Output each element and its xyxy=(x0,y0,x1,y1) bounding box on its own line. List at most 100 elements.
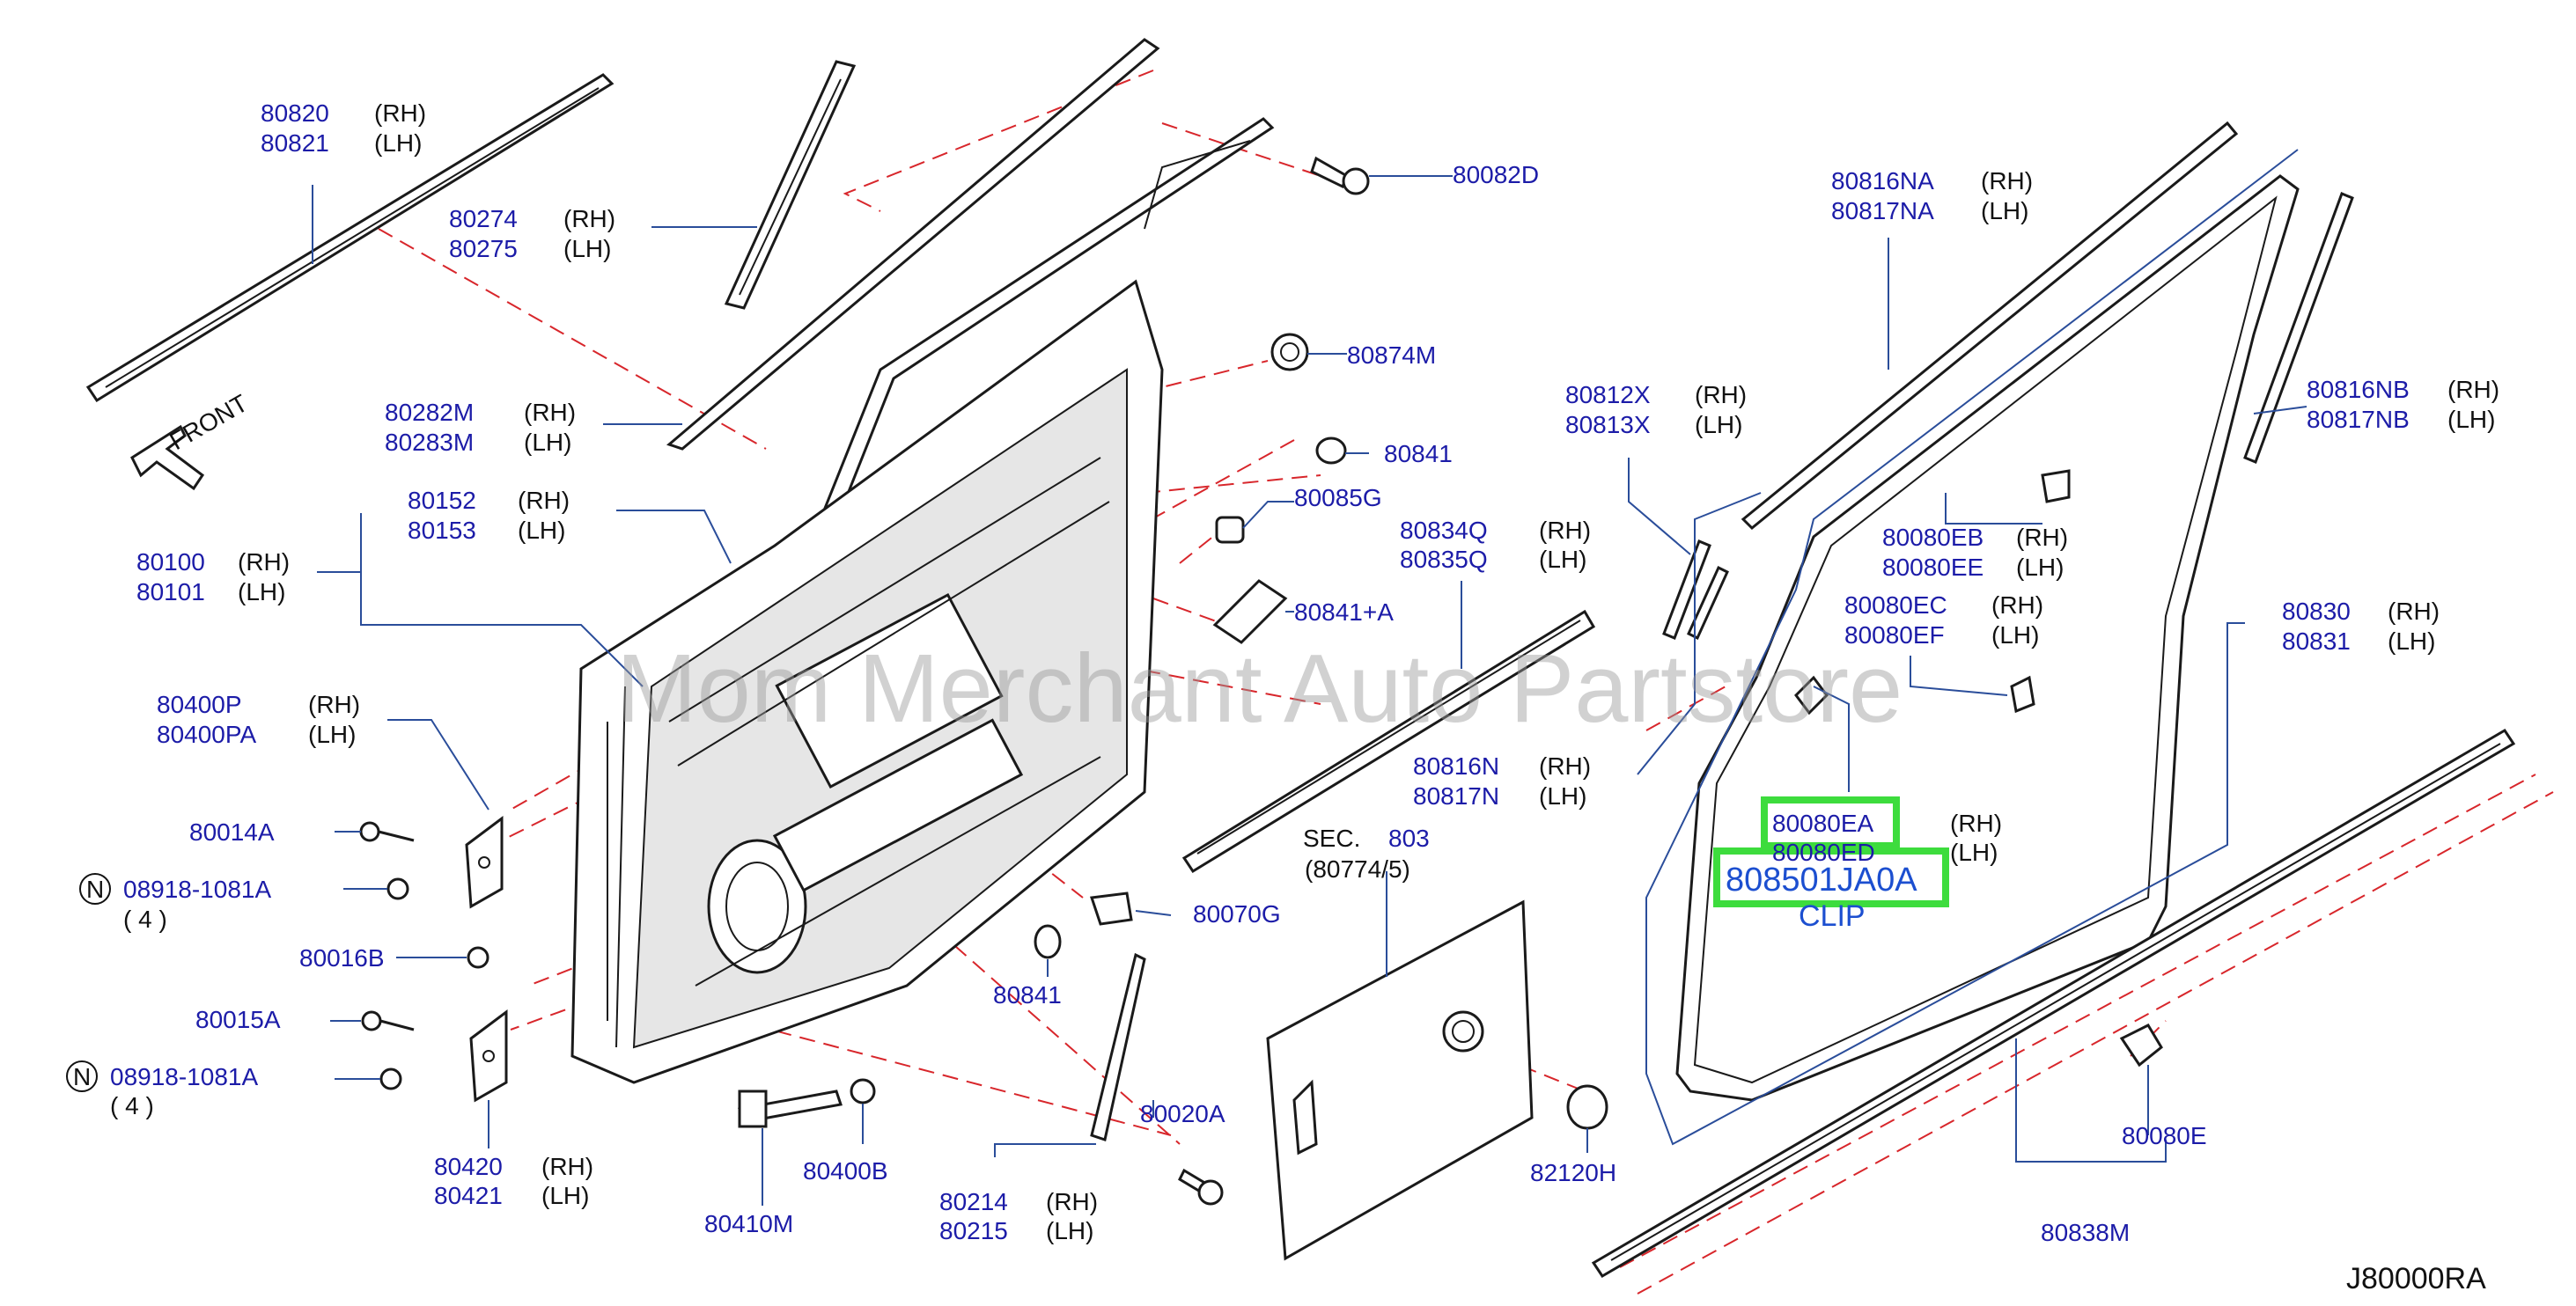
label-80275[interactable]: 80275 xyxy=(449,235,518,262)
diagram-code: J80000RA xyxy=(2346,1262,2486,1295)
side-80080EE: (LH) xyxy=(2016,554,2064,581)
side-80400P: (RH) xyxy=(308,691,360,718)
label-80838M[interactable]: 80838M xyxy=(2041,1219,2130,1246)
label-80841-lower[interactable]: 80841 xyxy=(993,981,1062,1009)
label-sec-ref: (80774/5) xyxy=(1305,855,1410,883)
label-808501JA0A[interactable]: 808501JA0A xyxy=(1726,862,1917,899)
label-80274[interactable]: 80274 xyxy=(449,205,518,232)
label-80421[interactable]: 80421 xyxy=(434,1182,503,1209)
label-sec: SEC. xyxy=(1303,825,1360,852)
label-80080EF[interactable]: 80080EF xyxy=(1844,621,1945,649)
highlight-80080EA xyxy=(1761,796,1900,849)
label-80817NB[interactable]: 80817NB xyxy=(2307,406,2410,433)
label-clip: CLIP xyxy=(1799,899,1866,933)
label-80080ED[interactable]: 80080ED xyxy=(1772,839,1875,866)
side-80817NA: (LH) xyxy=(1981,197,2028,224)
side-80214: (RH) xyxy=(1046,1188,1098,1215)
label-80153[interactable]: 80153 xyxy=(408,517,476,544)
label-80400P[interactable]: 80400P xyxy=(157,691,242,718)
label-80400PA[interactable]: 80400PA xyxy=(157,721,256,748)
side-80215: (LH) xyxy=(1046,1217,1093,1244)
side-80101: (LH) xyxy=(238,578,285,605)
label-82120H[interactable]: 82120H xyxy=(1530,1159,1616,1186)
label-80282M[interactable]: 80282M xyxy=(385,399,474,426)
label-80400B[interactable]: 80400B xyxy=(803,1157,888,1185)
side-80400PA: (LH) xyxy=(308,721,356,748)
n-marker-label-2: N xyxy=(73,1063,91,1090)
side-80152: (RH) xyxy=(518,487,570,514)
label-80100[interactable]: 80100 xyxy=(136,548,205,576)
label-80816NA[interactable]: 80816NA xyxy=(1831,167,1934,194)
label-80420[interactable]: 80420 xyxy=(434,1153,503,1180)
label-80816N[interactable]: 80816N xyxy=(1413,752,1499,780)
side-80817N: (LH) xyxy=(1539,782,1586,810)
side-80830: (RH) xyxy=(2388,598,2440,625)
label-80016B[interactable]: 80016B xyxy=(299,944,385,972)
highlight-boxes xyxy=(1713,796,1949,907)
label-08918-1081A-top[interactable]: 08918-1081A xyxy=(123,876,271,903)
label-80813X[interactable]: 80813X xyxy=(1565,411,1651,438)
qty-08918-top: ( 4 ) xyxy=(123,906,167,933)
label-80080EE[interactable]: 80080EE xyxy=(1882,554,1984,581)
side-80835Q: (LH) xyxy=(1539,546,1586,573)
side-80275: (LH) xyxy=(563,235,611,262)
label-80215[interactable]: 80215 xyxy=(939,1217,1008,1244)
label-80816NB[interactable]: 80816NB xyxy=(2307,376,2410,403)
side-80080EA: (RH) xyxy=(1950,810,2002,837)
label-80874M[interactable]: 80874M xyxy=(1347,341,1436,369)
label-80831[interactable]: 80831 xyxy=(2282,627,2351,655)
watermark: Mom Merchant Auto Partstore xyxy=(616,635,1903,743)
label-80410M[interactable]: 80410M xyxy=(704,1210,793,1237)
label-80015A[interactable]: 80015A xyxy=(195,1006,281,1033)
label-80152[interactable]: 80152 xyxy=(408,487,476,514)
front-label: FRONT xyxy=(166,389,253,455)
label-80817NA[interactable]: 80817NA xyxy=(1831,197,1934,224)
side-80816N: (RH) xyxy=(1539,752,1591,780)
n-marker-label-1: N xyxy=(86,876,104,903)
label-sec-803[interactable]: 803 xyxy=(1388,825,1430,852)
label-80821[interactable]: 80821 xyxy=(261,129,329,157)
side-80100: (RH) xyxy=(238,548,290,576)
n-marker-icon xyxy=(79,873,111,905)
part-drawings xyxy=(85,38,2516,1279)
label-80101[interactable]: 80101 xyxy=(136,578,205,605)
label-80835Q[interactable]: 80835Q xyxy=(1400,546,1488,573)
label-08918-1081A-bottom[interactable]: 08918-1081A xyxy=(110,1063,258,1090)
label-80082D[interactable]: 80082D xyxy=(1453,161,1539,188)
qty-08918-bottom: ( 4 ) xyxy=(110,1092,154,1119)
label-80830[interactable]: 80830 xyxy=(2282,598,2351,625)
label-80080EB[interactable]: 80080EB xyxy=(1882,524,1984,551)
side-80421: (LH) xyxy=(541,1182,589,1209)
label-80080E[interactable]: 80080E xyxy=(2122,1122,2207,1149)
label-80817N[interactable]: 80817N xyxy=(1413,782,1499,810)
side-80080ED: (LH) xyxy=(1950,839,1998,866)
label-80014A[interactable]: 80014A xyxy=(189,818,275,846)
side-80821: (LH) xyxy=(374,129,422,157)
label-80841A[interactable]: 80841+A xyxy=(1294,598,1394,626)
front-arrow: FRONT xyxy=(130,389,253,491)
side-80153: (LH) xyxy=(518,517,565,544)
label-80841-upper[interactable]: 80841 xyxy=(1384,440,1453,467)
highlight-808501JA0A xyxy=(1713,847,1949,907)
label-80283M[interactable]: 80283M xyxy=(385,429,474,456)
label-80214[interactable]: 80214 xyxy=(939,1188,1008,1215)
label-80080EC[interactable]: 80080EC xyxy=(1844,591,1947,619)
leader-lines xyxy=(312,149,2307,1206)
front-arrow-icon xyxy=(130,424,205,491)
side-80816NA: (RH) xyxy=(1981,167,2033,194)
label-80085G[interactable]: 80085G xyxy=(1294,484,1382,511)
label-80020A[interactable]: 80020A xyxy=(1140,1100,1225,1127)
side-80080EF: (LH) xyxy=(1991,621,2039,649)
side-80816NB: (RH) xyxy=(2447,376,2499,403)
label-80820[interactable]: 80820 xyxy=(261,99,329,127)
side-80283M: (LH) xyxy=(524,429,571,456)
label-80812X[interactable]: 80812X xyxy=(1565,381,1651,408)
side-80282M: (RH) xyxy=(524,399,576,426)
label-80080EA[interactable]: 80080EA xyxy=(1772,810,1874,837)
side-80831: (LH) xyxy=(2388,627,2435,655)
label-80070G[interactable]: 80070G xyxy=(1193,900,1281,928)
label-80834Q[interactable]: 80834Q xyxy=(1400,517,1488,544)
side-80274: (RH) xyxy=(563,205,615,232)
side-80080EC: (RH) xyxy=(1991,591,2043,619)
